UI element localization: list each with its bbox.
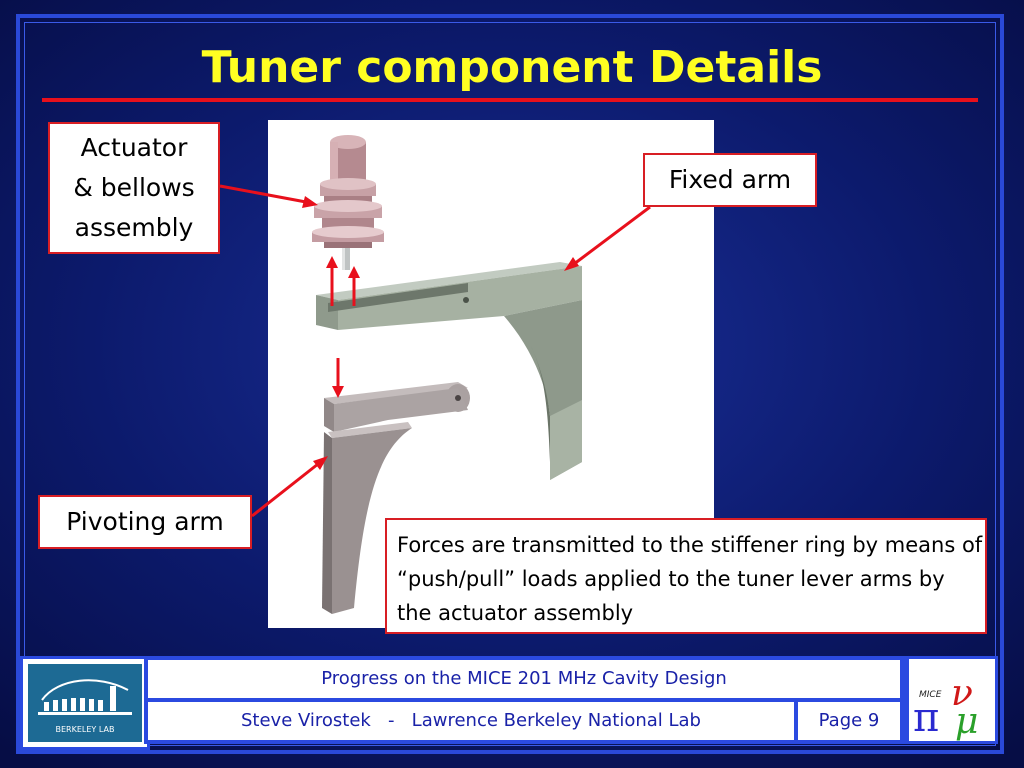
- page-number: Page 9: [798, 702, 900, 740]
- actuator-label-line-2: & bellows: [73, 173, 195, 202]
- actuator-label-line-1: Actuator: [80, 133, 188, 162]
- pivoting-arm-label: Pivoting arm: [38, 495, 252, 549]
- force-arrows: [326, 256, 360, 398]
- presentation-title: Progress on the MICE 201 MHz Cavity Desi…: [148, 660, 900, 698]
- title-divider: [42, 98, 978, 102]
- forces-description: Forces are transmitted to the stiffener …: [385, 518, 987, 634]
- mice-nu-glyph: ν: [951, 673, 973, 714]
- mice-logo-icon: MICE π ν μ: [906, 656, 998, 744]
- mice-pi-glyph: π: [913, 695, 939, 741]
- fixed-arm-shape: [316, 262, 582, 480]
- tuner-cad-drawing: [312, 135, 582, 614]
- actuator-bellows-label: Actuator & bellows assembly: [48, 122, 220, 254]
- slide-border: [16, 14, 1004, 754]
- slide-footer: BERKELEY LAB Progress on the MICE 201 MH…: [20, 656, 1002, 750]
- berkeley-lab-logo-icon: BERKELEY LAB: [20, 656, 150, 750]
- actuator-assembly-shape: [312, 135, 384, 270]
- mice-logo-text: MICE: [919, 690, 942, 700]
- slide-title: Tuner component Details: [201, 42, 823, 93]
- slide-inner-border: [24, 22, 996, 746]
- lab-logo-text: BERKELEY LAB: [56, 725, 115, 734]
- berkeley-lab-logo-graphic: BERKELEY LAB: [38, 679, 132, 734]
- mice-mu-glyph: μ: [955, 701, 978, 741]
- mice-logo-graphic: MICE π ν μ: [913, 673, 978, 742]
- actuator-label-line-3: assembly: [74, 213, 194, 242]
- pivoting-arm-shape: [322, 382, 470, 614]
- author-line: Steve Virostek - Lawrence Berkeley Natio…: [148, 702, 794, 740]
- fixed-arm-label: Fixed arm: [643, 153, 817, 207]
- berkeley-lab-logo-panel: BERKELEY LAB: [28, 664, 142, 742]
